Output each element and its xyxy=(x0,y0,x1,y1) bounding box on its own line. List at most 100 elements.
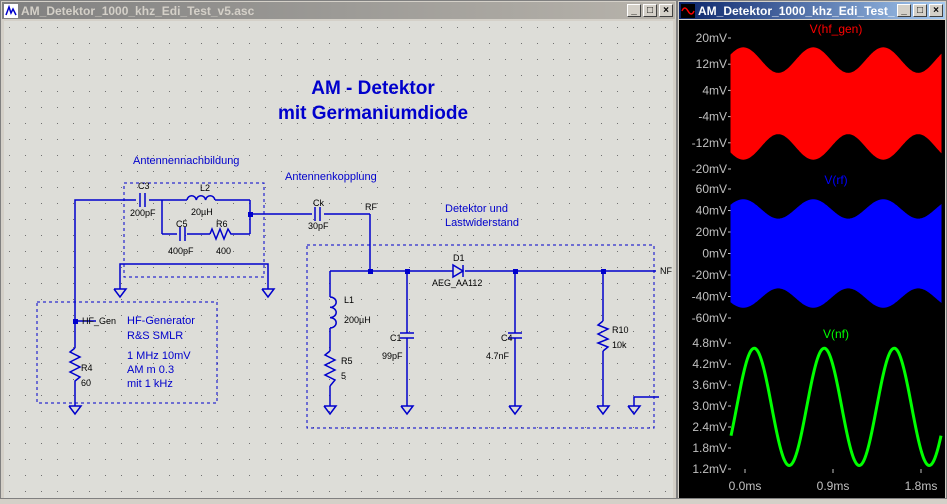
schematic-title-line2: mit Germaniumdiode xyxy=(278,103,468,124)
gen-text-line5: mit 1 kHz xyxy=(127,378,173,390)
r6-name: R6 xyxy=(216,219,228,229)
y-tick-label: -4mV xyxy=(698,110,727,124)
y-tick-label: 4.2mV xyxy=(692,357,727,371)
maximize-icon: □ xyxy=(646,4,654,16)
d1-name: D1 xyxy=(453,253,465,263)
inductor-l2[interactable] xyxy=(186,194,216,201)
l1-value: 200µH xyxy=(344,315,371,325)
y-tick-label: -20mV xyxy=(692,162,727,176)
capacitor-ck[interactable] xyxy=(314,207,321,221)
l1-name: L1 xyxy=(344,295,354,305)
minimize-icon: _ xyxy=(901,4,907,16)
resistor-r10[interactable] xyxy=(595,320,610,352)
ltspice-schematic-icon xyxy=(4,3,18,18)
y-tick-label: 1.2mV xyxy=(692,462,727,476)
minimize-icon: _ xyxy=(631,4,637,16)
ground-symbol xyxy=(113,288,128,299)
minimize-button[interactable]: _ xyxy=(627,4,641,17)
close-icon: × xyxy=(663,4,669,16)
r5-name: R5 xyxy=(341,356,353,366)
y-tick-label: 12mV xyxy=(696,57,727,71)
y-tick-label: 4mV xyxy=(702,83,727,97)
ground-symbol xyxy=(596,405,611,416)
wires xyxy=(74,199,659,406)
maximize-button[interactable]: □ xyxy=(643,4,657,17)
resistor-r6[interactable] xyxy=(209,226,233,242)
y-tick-label: 0mV xyxy=(702,247,727,261)
c3-value: 200pF xyxy=(130,208,156,218)
x-tick-label: 0.9ms xyxy=(817,479,850,493)
c5-name: C5 xyxy=(176,219,188,229)
ltspice-waveform-icon xyxy=(681,3,695,18)
d1-value: AEG_AA112 xyxy=(432,278,482,288)
gen-text-line1: HF-Generator xyxy=(127,315,195,327)
y-tick-label: 20mV xyxy=(696,31,727,45)
close-button[interactable]: × xyxy=(929,4,943,17)
y-tick-label: 2.4mV xyxy=(692,420,727,434)
capacitor-c4[interactable] xyxy=(508,332,522,339)
waveform-window: AM_Detektor_1000_khz_Edi_Test_... _ □ × … xyxy=(677,0,947,499)
waveform-window-title: AM_Detektor_1000_khz_Edi_Test_... xyxy=(698,3,895,18)
l2-value: 20µH xyxy=(191,207,213,217)
ground-symbol xyxy=(627,405,642,416)
ground-symbol xyxy=(508,405,523,416)
resistor-r5[interactable] xyxy=(323,350,337,387)
ground-symbol xyxy=(261,288,276,299)
plot-title-0: V(hf_gen) xyxy=(810,22,863,36)
y-tick-label: 3.6mV xyxy=(692,378,727,392)
y-tick-label: 1.8mV xyxy=(692,441,727,455)
capacitor-c3[interactable] xyxy=(139,193,146,207)
x-tick-label: 1.8ms xyxy=(905,479,938,493)
detector-box xyxy=(306,244,655,429)
maximize-icon: □ xyxy=(916,4,924,16)
label-antennenkopplung: Antennenkopplung xyxy=(285,171,377,183)
net-label-nf: NF xyxy=(660,266,672,276)
diode-d1[interactable] xyxy=(443,263,465,279)
schematic-title-line1: AM - Detektor xyxy=(311,78,435,99)
trace-V(hf_gen) xyxy=(730,47,942,160)
schematic-canvas[interactable]: AM - Detektor mit Germaniumdiode Antenne… xyxy=(4,21,675,499)
c4-value: 4.7nF xyxy=(486,351,510,361)
r10-name: R10 xyxy=(612,325,629,335)
l2-name: L2 xyxy=(200,183,210,193)
ck-value: 30pF xyxy=(308,221,329,231)
y-tick-label: -12mV xyxy=(692,136,727,150)
maximize-button[interactable]: □ xyxy=(913,4,927,17)
y-tick-label: 60mV xyxy=(696,182,727,196)
gen-text-line2: R&S SMLR xyxy=(127,330,183,342)
net-label-rf: RF xyxy=(365,202,377,212)
r4-value: 60 xyxy=(81,378,91,388)
waveform-titlebar[interactable]: AM_Detektor_1000_khz_Edi_Test_... _ □ × xyxy=(679,2,945,19)
y-tick-label: 4.8mV xyxy=(692,336,727,350)
y-tick-label: -40mV xyxy=(692,290,727,304)
r4-name: R4 xyxy=(81,363,93,373)
y-tick-label: 40mV xyxy=(696,204,727,218)
capacitor-c1[interactable] xyxy=(400,332,414,339)
schematic-titlebar[interactable]: AM_Detektor_1000_khz_Edi_Test_v5.asc _ □… xyxy=(2,2,675,19)
close-button[interactable]: × xyxy=(659,4,673,17)
capacitor-c5[interactable] xyxy=(179,227,186,241)
plot-title-2: V(nf) xyxy=(823,327,849,341)
label-antennennachbildung: Antennennachbildung xyxy=(133,155,239,167)
ground-symbol xyxy=(68,405,83,416)
schematic-window: AM_Detektor_1000_khz_Edi_Test_v5.asc _ □… xyxy=(0,0,677,499)
schematic-window-title: AM_Detektor_1000_khz_Edi_Test_v5.asc xyxy=(21,3,255,18)
c5-value: 400pF xyxy=(168,246,194,256)
resistor-r4[interactable] xyxy=(68,347,82,391)
net-label-hf-gen: HF_Gen xyxy=(82,316,116,326)
ck-name: Ck xyxy=(313,198,324,208)
c1-value: 99pF xyxy=(382,351,403,361)
y-tick-label: 20mV xyxy=(696,225,727,239)
y-tick-label: -60mV xyxy=(692,311,727,325)
inductor-l1[interactable] xyxy=(329,296,337,329)
gen-text-line4: AM m 0.3 xyxy=(127,364,174,376)
waveform-plots[interactable]: V(hf_gen)20mV12mV4mV-4mV-12mV-20mVV(rf)6… xyxy=(679,20,945,499)
close-icon: × xyxy=(933,4,939,16)
minimize-button[interactable]: _ xyxy=(897,4,911,17)
schematic-drawing[interactable]: AM - Detektor mit Germaniumdiode Antenne… xyxy=(4,21,675,499)
junction-dots xyxy=(73,212,606,324)
ground-symbol xyxy=(400,405,415,416)
r5-value: 5 xyxy=(341,371,346,381)
ground-symbol xyxy=(323,405,338,416)
